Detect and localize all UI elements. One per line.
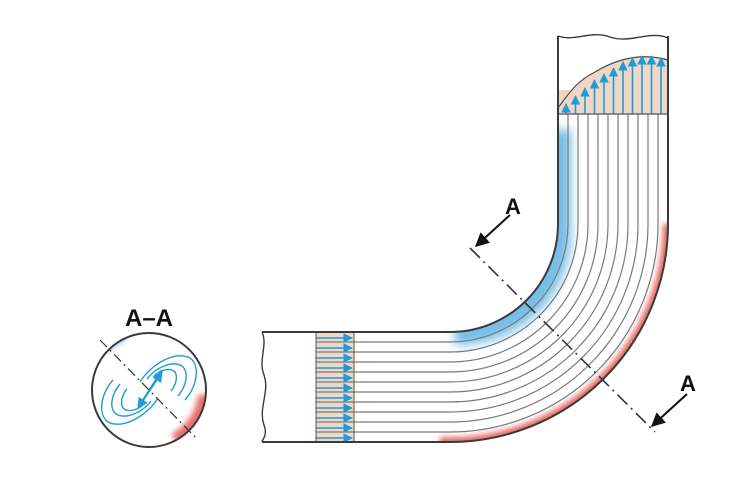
section-pipe-wall	[91, 332, 207, 448]
streamlines	[316, 114, 659, 433]
inlet-velocity-arrows	[316, 333, 353, 443]
section-arrow-lower	[650, 393, 688, 427]
low-pressure-zone	[454, 130, 572, 346]
streamline	[316, 114, 649, 423]
streamline	[316, 114, 569, 343]
section-label-lower: A	[680, 371, 696, 396]
section-arrow-upper	[474, 214, 511, 247]
inlet-break-line	[261, 331, 267, 443]
streamline	[316, 114, 659, 433]
streamline	[316, 114, 619, 393]
streamline	[316, 114, 629, 403]
section-cut-line: A A	[469, 194, 696, 433]
secondary-flow-arrow-up	[139, 371, 163, 406]
section-label-upper: A	[505, 194, 521, 219]
streamline	[316, 114, 609, 383]
streamline	[316, 114, 589, 363]
outlet-velocity-arrows	[561, 55, 666, 114]
cross-section-view: A–A	[91, 305, 207, 448]
streamline	[316, 114, 639, 413]
outlet-break-line	[557, 34, 669, 40]
streamline	[316, 114, 579, 353]
section-title: A–A	[125, 305, 173, 332]
streamline	[316, 114, 599, 373]
pipe-pressure-shading	[439, 130, 668, 442]
section-symmetry-line	[99, 339, 199, 441]
pipe-outline	[261, 34, 669, 443]
